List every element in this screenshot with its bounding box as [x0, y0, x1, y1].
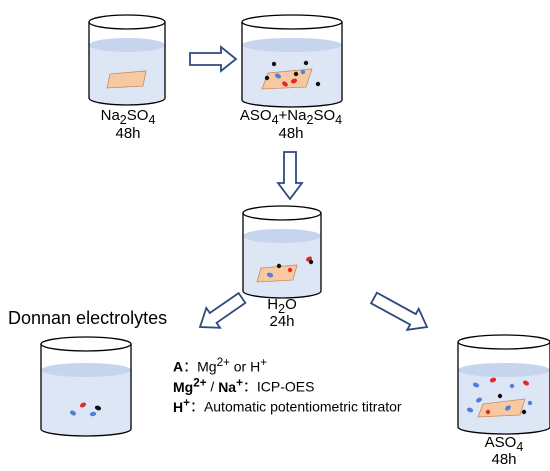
label-step2-chemical: ASO4+Na2SO4	[239, 107, 343, 127]
beaker-step2-ion-5	[290, 78, 298, 84]
beaker-donnan-top-rim	[40, 336, 132, 352]
arrow-step3-to-donnan	[198, 291, 247, 329]
beaker-step4-ion-5	[497, 393, 503, 399]
beaker-step4-top-rim	[457, 334, 550, 350]
beaker-step3	[242, 205, 322, 299]
arrow-step1-to-step2	[189, 45, 238, 73]
beaker-step3-ion-4	[276, 263, 282, 269]
beaker-step4-ion-1	[489, 377, 497, 383]
beaker-step1-membrane	[106, 70, 147, 89]
beaker-step2-liquid-surface	[242, 38, 342, 52]
beaker-step2-ion-2	[264, 75, 270, 81]
beaker-step1-top-rim	[88, 14, 166, 30]
beaker-step4-ion-6	[527, 400, 533, 406]
beaker-step2-ion-1	[303, 60, 309, 66]
beaker-step1-bottom-rim	[88, 97, 166, 106]
label-step3-time: 24h	[269, 313, 295, 330]
beaker-step2-top-rim	[241, 14, 343, 30]
beaker-step2-ion-6	[300, 69, 306, 75]
beaker-step2-ion-8	[293, 71, 299, 77]
note-line-3: H+：Automatic potentiometric titrator	[173, 396, 402, 415]
beaker-step2-ion-7	[282, 81, 288, 87]
beaker-step3-bottom-rim	[242, 290, 322, 299]
beaker-step2-bottom-rim	[241, 99, 343, 108]
beaker-donnan	[40, 336, 132, 437]
beaker-step3-ion-3	[308, 259, 314, 265]
arrow-step2-to-step3	[276, 151, 304, 201]
beaker-step4-ion-10	[521, 409, 527, 415]
label-step4-chemical: ASO4	[484, 434, 524, 454]
beaker-donnan-ion-0	[80, 402, 86, 408]
beaker-step2-membrane	[261, 68, 313, 90]
label-step2-time: 48h	[278, 125, 304, 142]
label-step1-time: 48h	[115, 125, 141, 142]
beaker-donnan-ion-1	[94, 405, 102, 411]
beaker-step2	[241, 14, 343, 108]
arrow-step3-to-step4	[369, 291, 429, 331]
beaker-step1	[88, 14, 166, 106]
beaker-donnan-liquid-surface	[41, 363, 131, 377]
beaker-step4-ion-8	[485, 409, 491, 415]
beaker-step4-ion-7	[466, 407, 474, 413]
donnan-title: Donnan electrolytes	[8, 308, 168, 328]
beaker-step2-ion-0	[271, 61, 277, 67]
beaker-step4-ion-4	[476, 397, 482, 403]
beaker-step4-ion-0	[472, 382, 480, 388]
beaker-step1-liquid-surface	[89, 38, 165, 52]
beaker-donnan-ion-2	[70, 410, 76, 416]
beaker-step4-ion-2	[509, 383, 515, 389]
label-step1-chemical: Na2SO4	[100, 107, 156, 127]
beaker-step4-bottom-rim	[457, 426, 550, 435]
beaker-step2-ion-3	[315, 81, 321, 87]
note-line-2: Mg2+ / Na+：ICP-OES	[173, 376, 315, 395]
beaker-step3-membrane	[256, 264, 298, 283]
beaker-step4	[457, 334, 550, 435]
label-step4-time: 48h	[491, 451, 517, 468]
label-step3-chemical: H2O	[267, 296, 297, 316]
beaker-step3-top-rim	[242, 205, 322, 221]
beaker-donnan-liquid	[41, 370, 131, 436]
beaker-step3-ion-1	[266, 272, 274, 278]
beaker-step4-ion-9	[505, 405, 511, 411]
beaker-step4-ion-3	[523, 380, 529, 386]
beaker-step3-ion-0	[287, 267, 293, 273]
beaker-donnan-bottom-rim	[40, 428, 132, 437]
note-line-1: A：Mg2+ or H+	[173, 356, 268, 375]
beaker-step2-ion-4	[275, 73, 281, 79]
beaker-donnan-ion-3	[89, 411, 97, 417]
beaker-step4-liquid-surface	[458, 363, 550, 377]
beaker-step3-liquid-surface	[243, 229, 321, 243]
